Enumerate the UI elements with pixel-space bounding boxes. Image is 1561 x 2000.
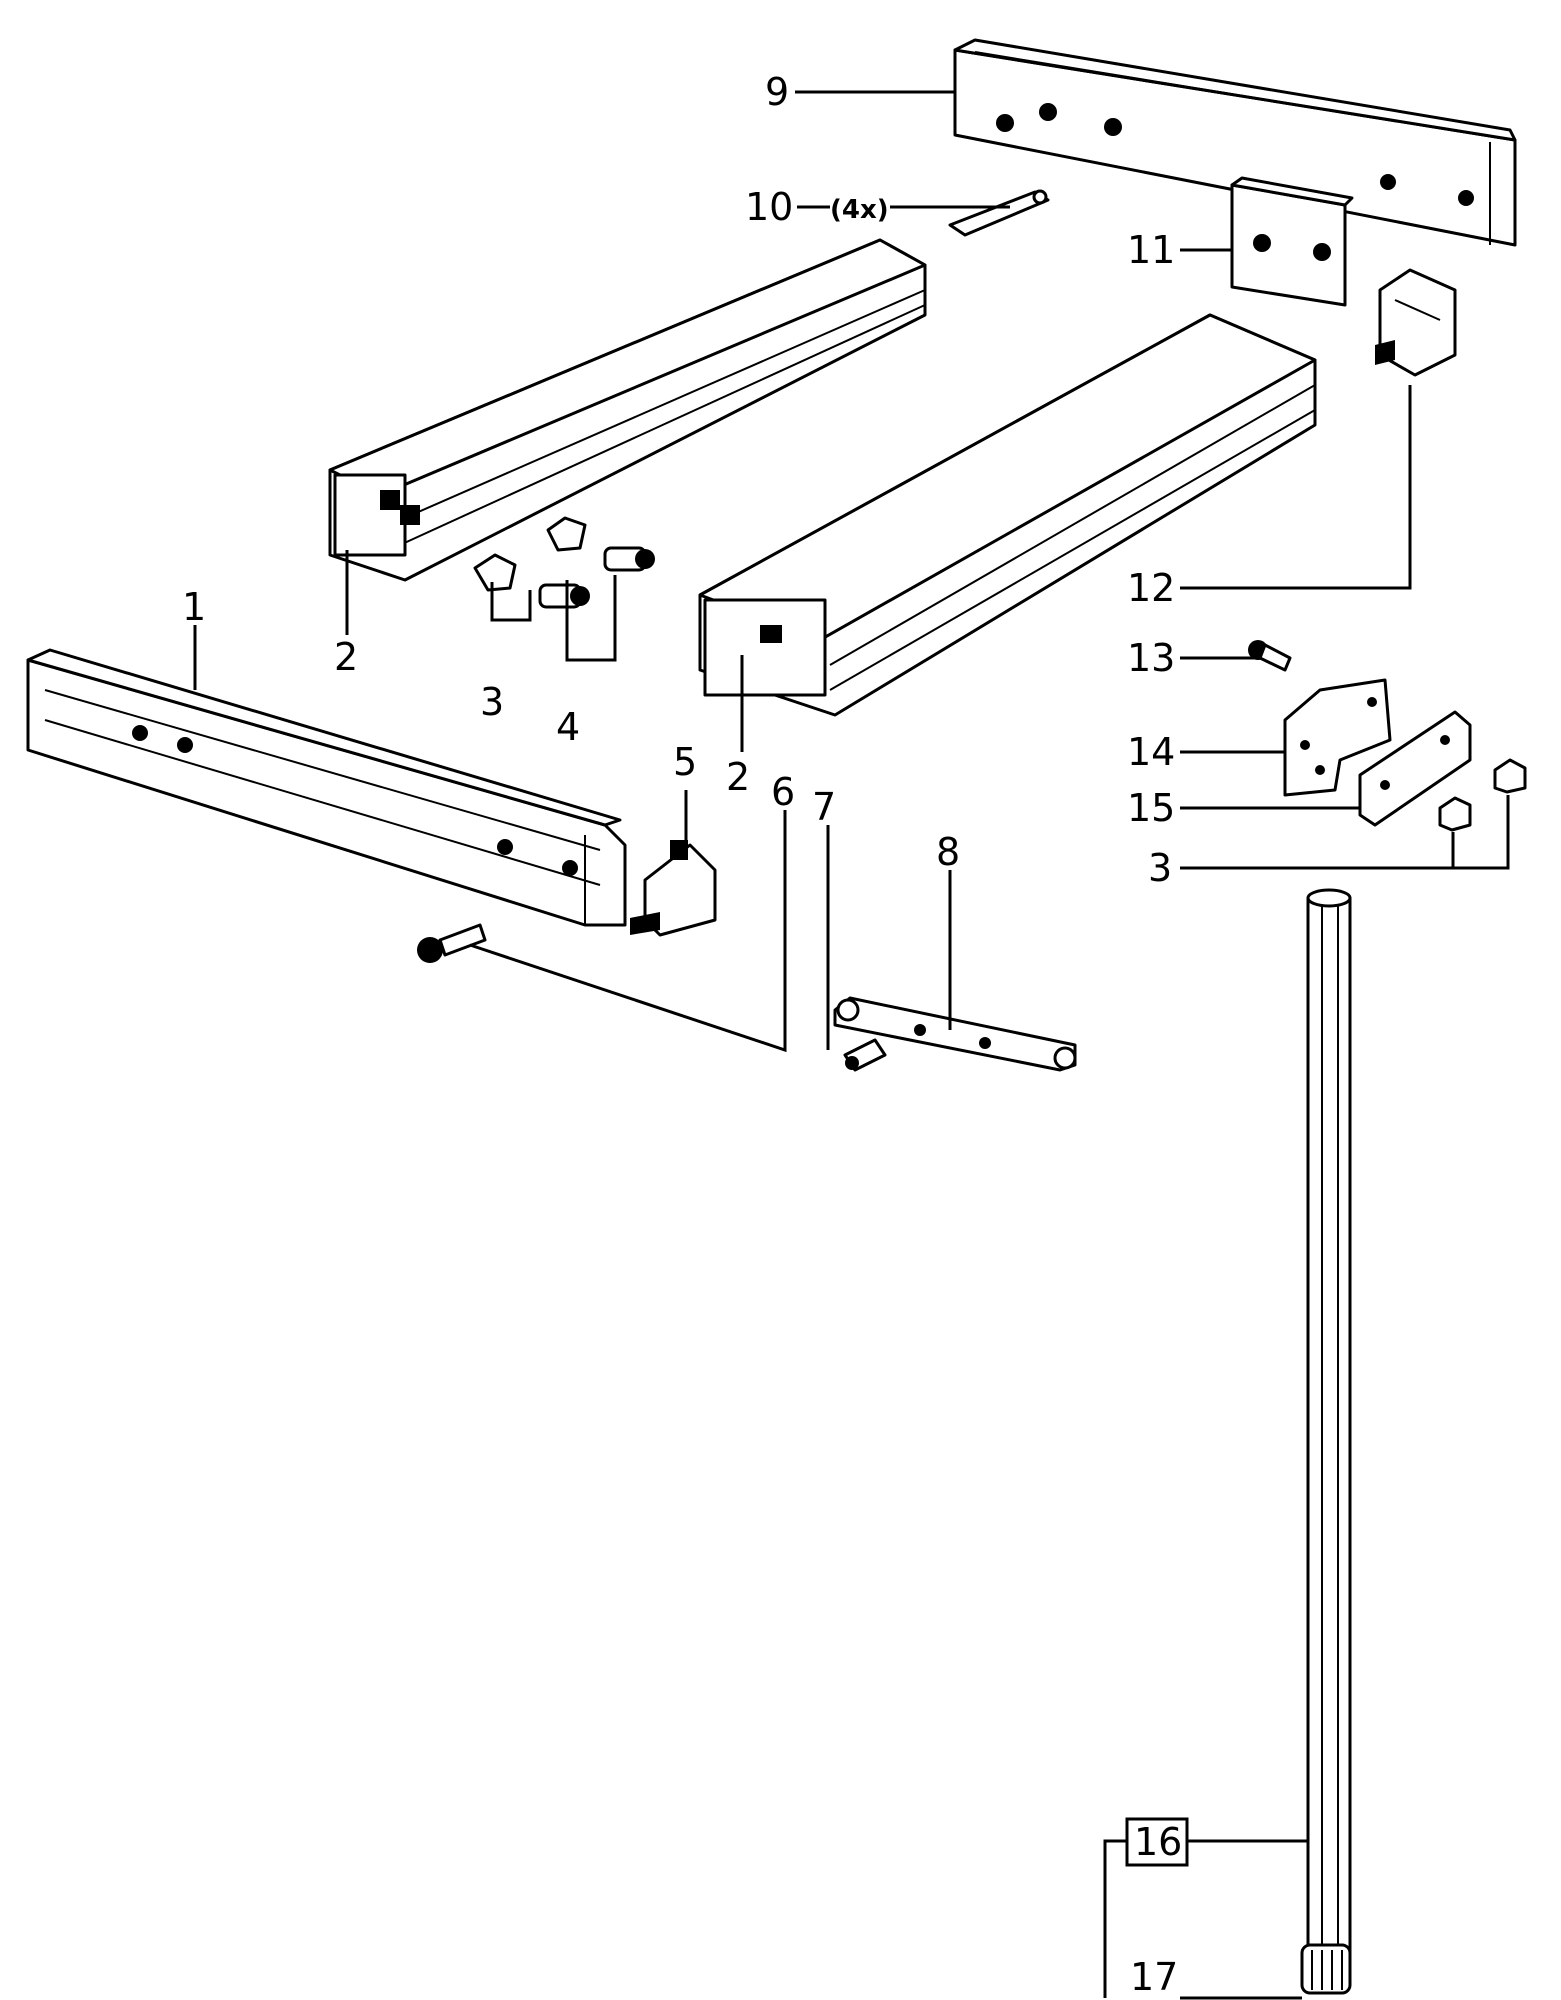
part-2-profile-upper [328,238,927,582]
part-12-bracket [1375,268,1457,377]
callout-14: 14 [1127,730,1175,774]
part-6-screw [417,923,487,963]
part-10-clip [948,189,1050,237]
callout-10-quantity: (4x) [830,195,889,225]
callout-1: 1 [182,585,206,629]
part-2-profile-lower [698,313,1317,717]
callout-5: 5 [673,740,697,784]
callout-17: 17 [1130,1955,1178,1999]
callout-10: 10 [745,185,793,229]
part-16-rod [1306,888,1352,1958]
part-15-plate [1358,710,1472,827]
part-13-screw [1248,640,1292,672]
callout-2-upper: 2 [334,635,358,679]
part-11-plate [1230,176,1354,307]
callout-8: 8 [936,830,960,874]
callout-12: 12 [1127,566,1175,610]
callout-3-right: 3 [1148,846,1172,890]
part-8-link-bar [833,996,1077,1072]
callout-labels: 9 10 (4x) 11 12 13 14 15 3 1 2 3 4 2 5 6… [182,70,1189,1999]
part-5-clamp [630,840,717,937]
part-14-hinge [1283,678,1392,797]
part-17-end-cap [1300,1943,1352,1995]
callout-4: 4 [556,705,580,749]
part-3-nuts-left [473,516,587,592]
callout-6: 6 [771,770,795,814]
part-1-rail [26,648,627,927]
callout-13: 13 [1127,636,1175,680]
callout-9: 9 [765,70,789,114]
part-7-pin [843,1038,887,1072]
callout-2-lower: 2 [726,755,750,799]
callout-16: 16 [1134,1820,1182,1864]
callout-15: 15 [1127,786,1175,830]
callout-3-left: 3 [480,680,504,724]
callout-16-box [1125,1817,1189,1867]
leader-lines [193,90,1510,2000]
callout-7: 7 [812,785,836,829]
part-3-nuts-right [1438,758,1527,832]
callout-11: 11 [1127,228,1175,272]
part-4-screws [538,546,655,609]
part-9-rail [953,38,1517,247]
